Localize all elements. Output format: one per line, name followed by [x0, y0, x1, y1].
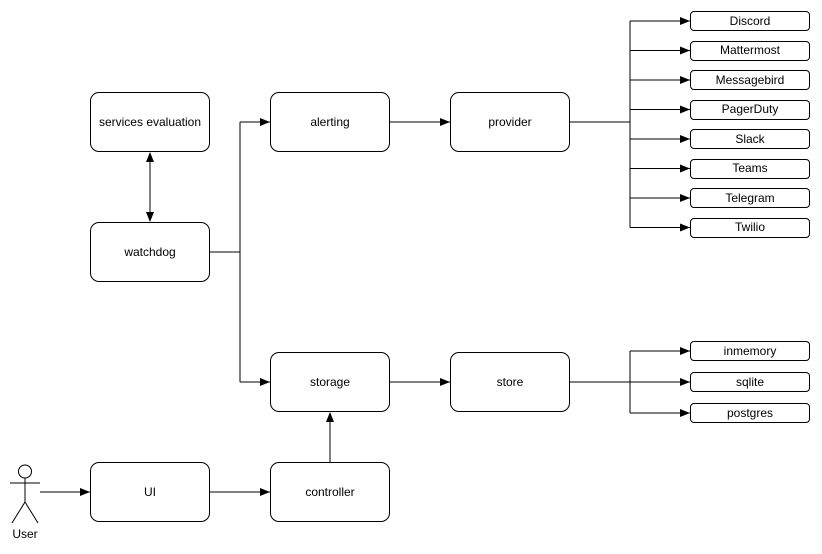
node-mattermost: Mattermost	[690, 40, 810, 61]
node-storage: storage	[270, 352, 390, 412]
node-messagebird: Messagebird	[690, 70, 810, 90]
node-alerting: alerting	[270, 92, 390, 152]
edge-store-fanout	[570, 347, 690, 417]
node-inmemory: inmemory	[690, 341, 810, 361]
node-twilio: Twilio	[690, 217, 810, 238]
node-services-evaluation: services evaluation	[90, 92, 210, 152]
node-teams: Teams	[690, 158, 810, 179]
node-pagerduty: PagerDuty	[690, 99, 810, 120]
store-list: inmemory sqlite postgres	[690, 341, 810, 423]
node-telegram: Telegram	[690, 188, 810, 208]
edge-storage-store	[390, 378, 450, 386]
actor-label: User	[12, 527, 38, 541]
edge-user-ui	[40, 488, 90, 496]
user-actor-icon	[10, 464, 40, 524]
node-watchdog: watchdog	[90, 222, 210, 282]
edge-alerting-provider	[390, 118, 450, 126]
node-sqlite: sqlite	[690, 372, 810, 392]
edge-controller-storage	[326, 412, 334, 462]
edge-watchdog-services-evaluation	[146, 152, 154, 222]
node-store: store	[450, 352, 570, 412]
edge-provider-fanout	[570, 17, 690, 232]
edge-ui-controller	[210, 488, 270, 496]
node-provider: provider	[450, 92, 570, 152]
node-slack: Slack	[690, 129, 810, 149]
edge-watchdog-fanout	[210, 118, 270, 386]
node-ui: UI	[90, 462, 210, 522]
node-discord: Discord	[690, 11, 810, 31]
node-controller: controller	[270, 462, 390, 522]
provider-list: Discord Mattermost Messagebird PagerDuty…	[690, 11, 810, 238]
node-postgres: postgres	[690, 403, 810, 423]
